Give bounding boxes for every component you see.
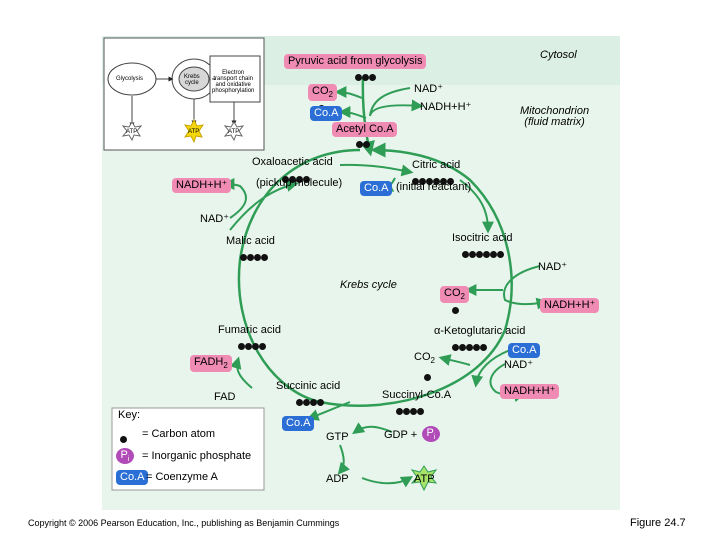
nadh-left-label: NADH+H⁺ (172, 178, 232, 193)
nad-right-1-label: NAD⁺ (538, 261, 568, 273)
pi-letter: P (426, 427, 434, 439)
nad-left-label: NAD⁺ (200, 213, 230, 225)
atp-star-inset-2 (183, 118, 205, 144)
nad-top-label: NAD⁺ (414, 83, 444, 95)
co2-right-1-subscript: 2 (460, 292, 465, 302)
atp-label: ATP (414, 473, 435, 485)
adp-atp-arrow (361, 476, 414, 488)
co2-top-label: CO2 (308, 84, 337, 102)
inset-krebs-label: Krebs cycle (184, 74, 200, 86)
nadh-right-2-label: NADH+H⁺ (500, 384, 560, 399)
nad-arrow-right-1 (503, 265, 549, 310)
inset-etc-label: Electron transport chain and oxidative p… (212, 70, 255, 94)
oxaloacetic-arrow (339, 163, 414, 177)
fadh2-subscript: 2 (223, 361, 228, 371)
citric-label: Citric acid (412, 159, 461, 171)
co2-right-2-text: CO (414, 351, 431, 363)
pi-subscript: i (433, 434, 436, 442)
malic-to-oxaloacetic-arrow (229, 180, 299, 231)
citric-to-isocitric-arrow (459, 179, 494, 234)
co2-right-1-carbon (452, 301, 459, 314)
key-coa-letter: Co.A (116, 470, 149, 485)
isocitric-label: Isocitric acid (452, 232, 513, 244)
co2-right-1-text: CO (444, 287, 461, 299)
succinic-label: Succinic acid (276, 380, 341, 392)
key-carbon-dot (120, 430, 127, 443)
pyruvic-carbons (355, 68, 376, 81)
fad-label: FAD (214, 391, 236, 403)
nad-right-2-label: NAD⁺ (504, 359, 534, 371)
gtp-adp-arrow (337, 444, 350, 475)
isocitric-carbons (462, 245, 504, 258)
ketoglutaric-label: α-Ketoglutaric acid (434, 325, 526, 337)
pickup-label: (pickup molecule) (256, 177, 343, 189)
co2-right-2-carbon (424, 368, 431, 381)
cycle-arrow (237, 142, 513, 407)
nadh-top-label: NADH+H⁺ (420, 101, 472, 113)
citric-carbons (412, 172, 454, 185)
malic-label: Malic acid (226, 235, 275, 247)
atp-star (410, 465, 438, 492)
co2-arrow-right-2 (438, 354, 471, 366)
pyruvic-acid-label: Pyruvic acid from glycolysis (284, 54, 427, 69)
adp-label: ADP (326, 473, 349, 485)
inset-glycolysis-label: Glycolysis (116, 76, 144, 82)
nad-arrow-top (369, 87, 424, 117)
inset-atp-3-label: ATP (228, 129, 240, 135)
ketoglutaric-carbons (452, 338, 487, 351)
key-pi-subscript: i (127, 456, 130, 464)
coa-bottom-label: Co.A (282, 416, 315, 431)
key-pi-circle: Pi (116, 448, 134, 464)
inset-atp-2-label: ATP (188, 129, 200, 135)
figure-label: Figure 24.7 (630, 517, 686, 529)
coa-arrow-right-2 (471, 349, 511, 388)
nadh-right-1-label: NADH+H⁺ (540, 298, 600, 313)
gdp-label: GDP + (384, 429, 418, 441)
key-coa-text: = Coenzyme A (146, 471, 218, 483)
atp-star-inset-1 (121, 121, 143, 142)
malic-carbons (240, 248, 268, 261)
acetyl-coa-label: Acetyl Co.A (332, 122, 398, 137)
co2-right-1-label: CO2 (440, 286, 469, 304)
coa-arrow-top (338, 106, 367, 119)
co2-right-2-label: CO2 (414, 352, 435, 365)
coa-citric-label: Co.A (360, 181, 393, 196)
atp-star-inset-3 (223, 121, 245, 142)
gdp-gtp-arrow (352, 422, 393, 435)
key-pi-text: = Inorganic phosphate (142, 450, 252, 462)
mitochondrion-label: Mitochondrion (fluid matrix) (520, 105, 590, 128)
succinyl-carbons (396, 402, 424, 415)
krebs-cycle-label: Krebs cycle (340, 279, 397, 291)
co2-right-2-subscript: 2 (430, 356, 435, 366)
coa-right-2-label: Co.A (508, 343, 541, 358)
coa-top-label: Co.A (310, 106, 343, 121)
fadh2-label: FADH2 (190, 355, 232, 373)
co2-top-text: CO (312, 85, 329, 97)
pi-circle: Pi (422, 426, 440, 442)
fadh2-text: FADH (194, 356, 224, 368)
acetyl-carbons (356, 135, 370, 148)
inset-overview (103, 37, 265, 151)
cytosol-label: Cytosol (540, 49, 577, 61)
fumaric-label: Fumaric acid (218, 324, 281, 336)
key-carbon-text: = Carbon atom (142, 428, 216, 440)
oxaloacetic-label: Oxaloacetic acid (252, 156, 333, 168)
oxaloacetic-carbons (282, 170, 310, 183)
copyright-text: Copyright © 2006 Pearson Education, Inc.… (28, 518, 340, 528)
fad-arrow (229, 356, 253, 389)
key-pi-letter: P (120, 449, 128, 461)
key-title: Key: (118, 409, 141, 421)
succinyl-label: Succinyl-Co.A (382, 389, 452, 401)
inset-atp-1-label: ATP (126, 129, 138, 135)
co2-top-subscript: 2 (328, 90, 333, 100)
gtp-label: GTP (326, 431, 349, 443)
fumaric-carbons (238, 337, 266, 350)
succinic-carbons (296, 393, 324, 406)
co2-arrow-top (334, 86, 363, 99)
initial-reactant-label: (initial reactant) (396, 181, 472, 193)
